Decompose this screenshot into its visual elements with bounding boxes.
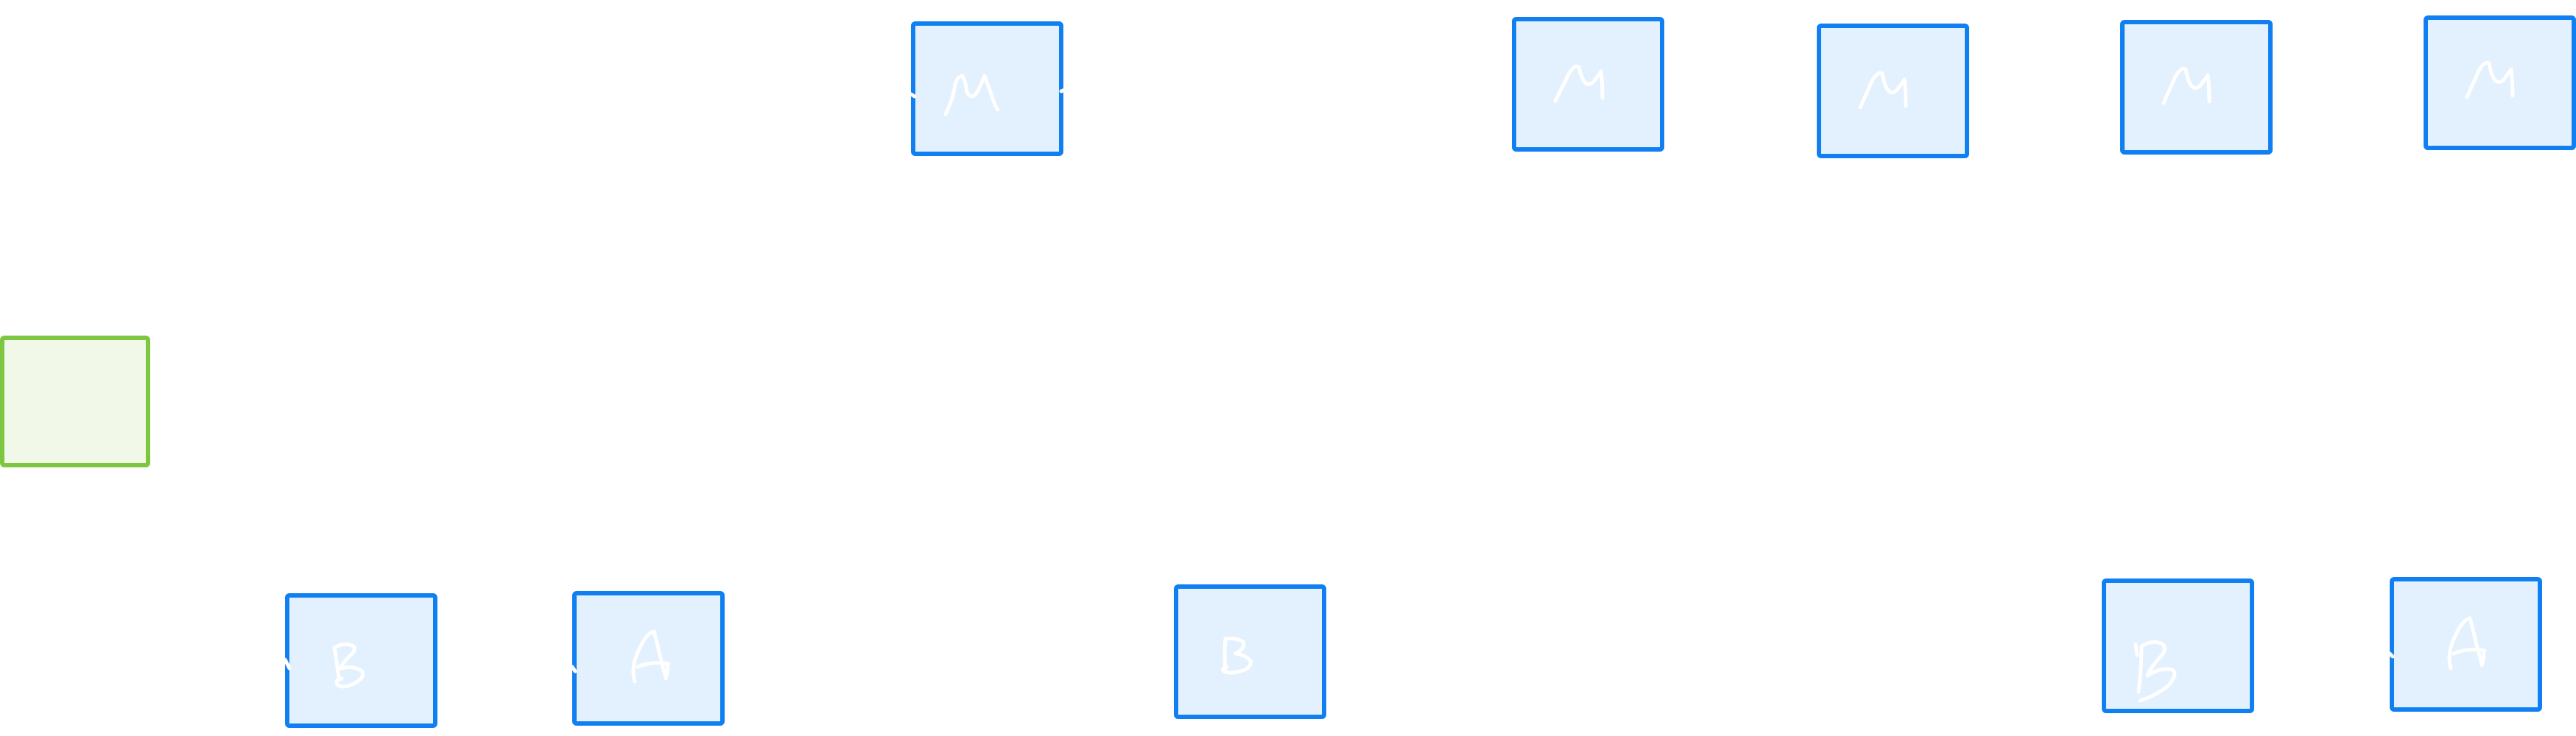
node-m1[interactable]: M — [909, 21, 1067, 156]
node-b1-glyph — [332, 642, 365, 689]
node-m5-glyph — [2465, 60, 2515, 99]
node-m4[interactable]: M — [2120, 20, 2273, 155]
node-a1[interactable]: A — [570, 591, 725, 726]
node-m1-glyph — [943, 74, 1000, 116]
node-b2-glyph — [1221, 637, 1253, 675]
node-start[interactable] — [0, 336, 150, 467]
node-m3-glyph — [1858, 71, 1908, 110]
node-b3[interactable]: B — [2102, 578, 2254, 713]
node-a2-glyph — [2447, 616, 2487, 670]
node-b1[interactable]: B — [283, 593, 437, 728]
node-b2[interactable]: B — [1174, 584, 1326, 719]
node-m5[interactable]: M — [2424, 15, 2576, 150]
node-m2-glyph — [1553, 64, 1605, 103]
node-m2[interactable]: M — [1512, 17, 1664, 152]
node-a2[interactable]: A — [2387, 577, 2542, 712]
node-b3-glyph — [2133, 640, 2177, 703]
node-a1-glyph — [631, 629, 671, 684]
node-m3[interactable]: M — [1817, 24, 1969, 158]
node-m4-glyph — [2161, 66, 2211, 105]
